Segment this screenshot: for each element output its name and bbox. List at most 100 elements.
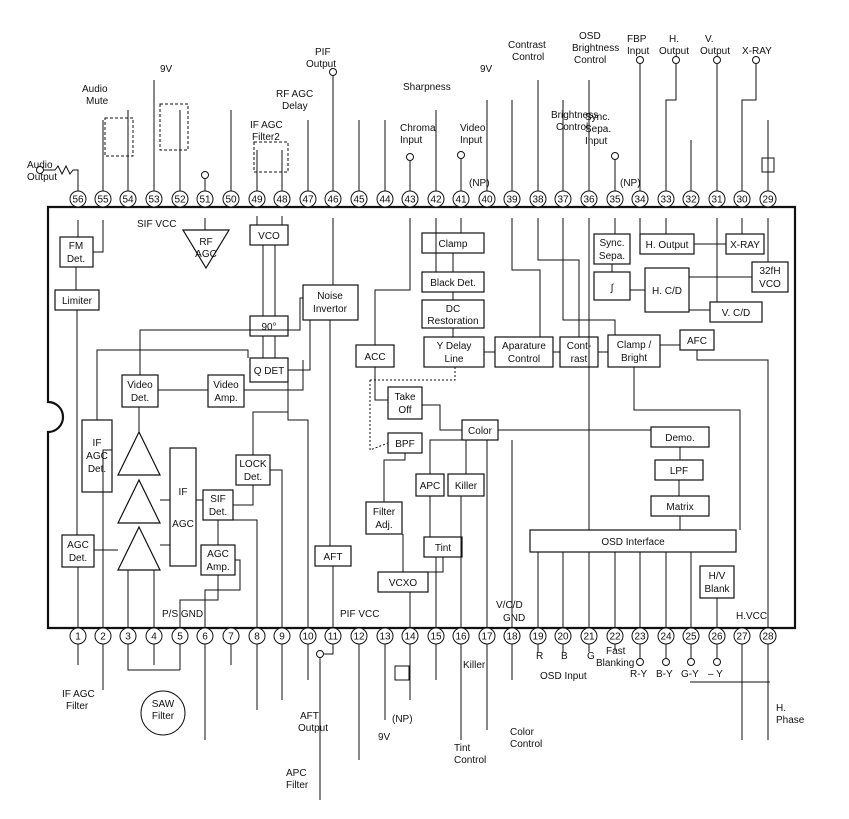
svg-text:90°: 90° <box>261 322 276 333</box>
bottom-external-terminals <box>77 644 770 800</box>
svg-text:Clamp: Clamp <box>439 239 468 250</box>
svg-text:Det.: Det. <box>88 464 106 475</box>
svg-text:Restoration: Restoration <box>427 316 478 327</box>
svg-text:Control: Control <box>454 755 486 766</box>
svg-text:IF: IF <box>93 438 102 449</box>
pin-number: 20 <box>557 632 569 643</box>
osd-interface-block: OSD Interface <box>529 529 737 553</box>
svg-text:Output: Output <box>298 723 328 734</box>
phase-90-block: 90° <box>249 315 289 337</box>
h-output-block: H. Output <box>639 233 695 255</box>
limiter-block: Limiter <box>54 289 100 311</box>
pin-number: 41 <box>455 195 467 206</box>
pin-37: 37 <box>554 190 572 208</box>
pin-13: 13 <box>376 627 394 645</box>
pin-41: 41 <box>452 190 470 208</box>
pin-22: 22 <box>606 627 624 645</box>
demo-block: Demo. <box>650 426 710 448</box>
pin-number: 23 <box>634 632 646 643</box>
svg-text:AGC: AGC <box>195 249 217 260</box>
vcxo-block: VCXO <box>377 571 429 593</box>
pin-52: 52 <box>171 190 189 208</box>
color-block: Color <box>461 419 499 441</box>
contrast-block: Cont- rast <box>559 336 599 368</box>
svg-text:R: R <box>536 651 543 662</box>
pin-42: 42 <box>427 190 445 208</box>
svg-text:VCXO: VCXO <box>389 578 418 589</box>
pin-number: 21 <box>583 632 595 643</box>
svg-text:Control: Control <box>508 354 540 365</box>
external-bottom-labels: IF AGC Filter SAW Filter AFT Output APC … <box>62 646 805 791</box>
pin-8: 8 <box>248 627 266 645</box>
svg-text:Bright: Bright <box>621 353 647 364</box>
pin-1: 1 <box>69 627 87 645</box>
pin-number: 9 <box>279 632 285 643</box>
clamp-bright-block: Clamp / Bright <box>607 334 661 368</box>
svg-text:Demo.: Demo. <box>665 433 694 444</box>
pin-40: 40 <box>478 190 496 208</box>
svg-text:H/V: H/V <box>709 571 726 582</box>
svg-text:LPF: LPF <box>670 466 688 477</box>
pin-7: 7 <box>222 627 240 645</box>
pin-number: 17 <box>481 632 493 643</box>
svg-text:FM: FM <box>69 241 83 252</box>
vcd-gnd-label-1: V/C/D <box>496 600 523 611</box>
pin-number: 28 <box>762 632 774 643</box>
pin-39: 39 <box>503 190 521 208</box>
pin-number: 18 <box>506 632 518 643</box>
svg-text:Filter: Filter <box>152 711 175 722</box>
svg-text:Sepa.: Sepa. <box>585 124 611 135</box>
svg-text:Sharpness: Sharpness <box>403 82 451 93</box>
svg-text:(NP): (NP) <box>392 714 413 725</box>
pin-3: 3 <box>119 627 137 645</box>
svg-text:Limiter: Limiter <box>62 296 93 307</box>
svg-text:APC: APC <box>286 768 307 779</box>
pin-50: 50 <box>222 190 240 208</box>
pin-34: 34 <box>631 190 649 208</box>
if-agc-block: IF AGC <box>169 447 197 567</box>
svg-text:Black Det.: Black Det. <box>430 278 476 289</box>
saw-filter-symbol <box>140 690 186 736</box>
rf-agc-block: RF AGC <box>181 229 231 270</box>
pin-21: 21 <box>580 627 598 645</box>
svg-text:Audio: Audio <box>27 160 53 171</box>
video-det-block: Video Det. <box>121 374 159 408</box>
svg-text:IF: IF <box>179 487 188 498</box>
h-vcc-label: H.VCC <box>736 611 767 622</box>
svg-text:Adj.: Adj. <box>375 520 392 531</box>
svg-text:V.: V. <box>705 34 714 45</box>
ps-gnd-label: P/S GND <box>162 609 203 620</box>
black-det-block: Black Det. <box>421 271 485 293</box>
pin-number: 44 <box>379 195 391 206</box>
agc-amp-block: AGC Amp. <box>200 544 236 576</box>
pin-number: 40 <box>481 195 493 206</box>
svg-text:Control: Control <box>574 55 606 66</box>
noise-invertor-block: Noise Invertor <box>302 284 359 321</box>
matrix-block: Matrix <box>650 495 710 517</box>
pin-number: 1 <box>75 632 81 643</box>
svg-text:Input: Input <box>400 135 422 146</box>
q-det-block: Q DET <box>249 357 289 383</box>
aparature-control-block: Aparature Control <box>494 336 554 368</box>
pin-17: 17 <box>478 627 496 645</box>
svg-text:LOCK: LOCK <box>239 459 267 470</box>
pin-number: 29 <box>762 195 774 206</box>
pin-20: 20 <box>554 627 572 645</box>
svg-text:R-Y: R-Y <box>630 669 648 680</box>
svg-text:Delay: Delay <box>282 101 308 112</box>
pin-53: 53 <box>145 190 163 208</box>
y-delay-line-block: Y Delay Line <box>423 336 485 368</box>
svg-text:ACC: ACC <box>364 352 385 363</box>
svg-text:Output: Output <box>659 46 689 57</box>
pin-number: 15 <box>430 632 442 643</box>
pin-number: 26 <box>711 632 723 643</box>
video-amp-block: Video Amp. <box>207 374 245 408</box>
internal-wiring <box>75 216 769 628</box>
svg-text:9V: 9V <box>480 64 493 75</box>
svg-text:Invertor: Invertor <box>313 304 348 315</box>
if-agc-det-block: IF AGC Det. <box>81 419 113 493</box>
svg-text:(NP): (NP) <box>620 178 641 189</box>
svg-text:rast: rast <box>571 354 588 365</box>
svg-text:Filter: Filter <box>373 507 396 518</box>
pin-number: 14 <box>404 632 416 643</box>
